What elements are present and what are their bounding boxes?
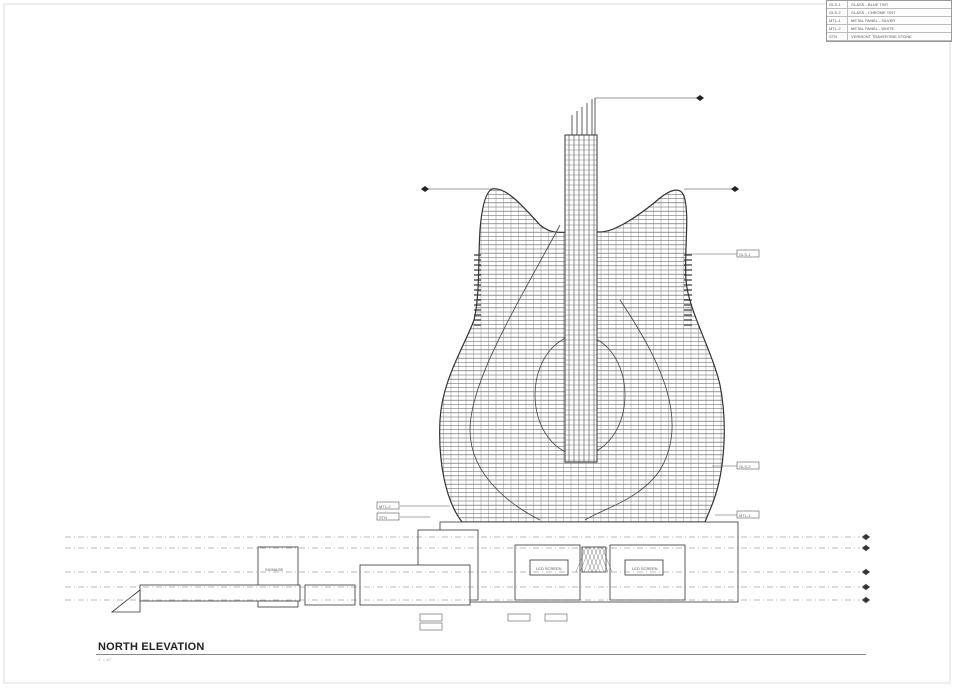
legend-description: GLASS - BLUE TINT — [851, 2, 889, 7]
legend-code: MTL-1 — [827, 17, 848, 24]
material-tag: GLS-1 — [739, 252, 751, 257]
level-marker-icon — [861, 544, 871, 552]
material-tag: STN — [379, 515, 387, 520]
elevation-marker-icon — [421, 186, 429, 192]
legend-description: METAL PANEL - SILVER — [851, 18, 896, 23]
legend-description: VERMONT TRAVERTINE STONE — [851, 34, 912, 39]
elevation-marker-icon — [696, 95, 704, 101]
legend-description: GLASS - CHROME TINT — [851, 10, 896, 15]
guitar-body-outline — [439, 188, 725, 523]
screen-pattern — [575, 546, 587, 573]
screen-pattern — [585, 546, 597, 573]
drawing-scale: 1" = 40' — [98, 657, 112, 662]
guitar-neck — [564, 134, 598, 463]
podium-base — [110, 521, 739, 613]
legend-code: MTL-2 — [827, 25, 848, 32]
legend-code: STN — [827, 33, 848, 40]
level-marker-icon — [861, 533, 871, 541]
material-tag: GLS-2 — [739, 464, 751, 469]
screen-pattern — [591, 546, 603, 573]
screen-pattern — [595, 546, 607, 573]
screen-pattern — [581, 546, 593, 573]
signage-label: SIGNAGE — [265, 567, 284, 572]
guitar-tower — [421, 95, 739, 523]
screen-pattern — [593, 546, 605, 573]
led-screen-label: LED SCREEN — [536, 566, 562, 571]
drawing-title: NORTH ELEVATION — [98, 641, 205, 653]
level-marker-icon — [861, 583, 871, 591]
screen-pattern — [597, 546, 609, 573]
screen-pattern — [583, 546, 595, 573]
material-tag: MTL-2 — [379, 504, 391, 509]
legend-code: GLS-2 — [827, 9, 848, 16]
screen-pattern — [601, 546, 613, 573]
legend-description: METAL PANEL - WHITE — [851, 26, 895, 31]
legend-code: GLS-1 — [827, 1, 848, 8]
level-marker-icon — [861, 568, 871, 576]
title-underline — [96, 654, 866, 655]
led-screen-label: LED SCREEN — [632, 566, 658, 571]
screen-pattern — [579, 546, 591, 573]
sheet-border — [3, 3, 951, 684]
screen-pattern — [589, 546, 601, 573]
elevation-marker-icon — [731, 186, 739, 192]
screen-pattern — [587, 546, 599, 573]
level-marker-icon — [861, 596, 871, 604]
material-tag: MTL-1 — [739, 513, 751, 518]
body-curve — [584, 299, 673, 521]
pickguard-line — [469, 224, 561, 521]
